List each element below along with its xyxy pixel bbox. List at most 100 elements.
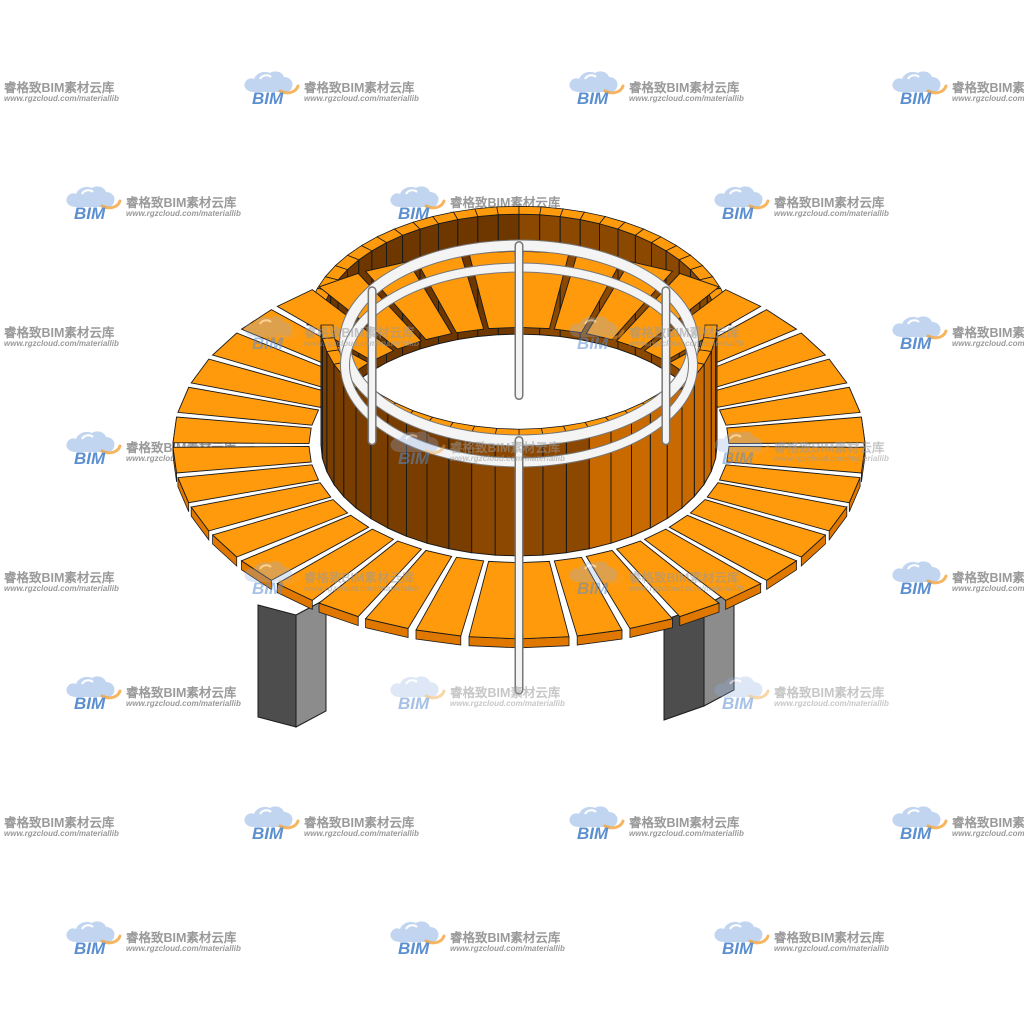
circular-tree-bench — [172, 205, 866, 728]
seat-slat — [276, 528, 395, 611]
watermark-brand: BIM — [74, 939, 106, 958]
watermark-url: www.rgzcloud.com/materiallib — [774, 209, 889, 218]
watermark-url: www.rgzcloud.com/materiallib — [774, 454, 889, 463]
watermark-brand: BIM — [577, 579, 609, 598]
backrest-panel — [710, 338, 717, 472]
watermark-url: www.rgzcloud.com/materiallib — [629, 339, 744, 348]
watermark-url: www.rgzcloud.com/materiallib — [4, 94, 119, 103]
seat-slat — [718, 386, 861, 426]
bim-watermark: BIM睿格致BIM素材云库www.rgzcloud.com/materialli… — [242, 69, 419, 108]
watermark-title: 睿格致BIM素材云库 — [952, 325, 1024, 340]
watermark-url: www.rgzcloud.com/materiallib — [304, 829, 419, 838]
watermark-url: www.rgzcloud.com/materiallib — [952, 94, 1024, 103]
bim-watermark: BIM 睿格致BIM素材云库www.rgzcloud.com/materialli… — [242, 804, 419, 843]
backrest-panel — [321, 338, 328, 472]
bim-watermark: BIM睿格致BIM素材云库www.rgzcloud.com/materialli… — [890, 804, 1024, 843]
backrest-panel — [693, 362, 705, 498]
watermark-url: www.rgzcloud.com/materiallib — [4, 584, 119, 593]
bim-watermark: BIM 睿格致BIM素材云库www.rgzcloud.com/materialli… — [242, 314, 419, 353]
seat-slat — [364, 549, 453, 639]
metal-rail — [339, 239, 699, 695]
bim-watermark: BIM 睿格致BIM素材云库www.rgzcloud.com/materialli… — [567, 314, 744, 353]
watermark-title: 睿格致BIM素材云库 — [304, 80, 415, 95]
backrest-panel — [588, 422, 612, 550]
watermark-brand: BIM — [900, 579, 932, 598]
bim-watermark: BIM睿格致BIM素材云库www.rgzcloud.com/materialli… — [388, 429, 565, 468]
watermark-brand: BIM — [74, 694, 106, 713]
seat-slat — [276, 289, 395, 362]
watermark-title: 睿格致BIM素材云库 — [952, 80, 1024, 95]
seat-slat — [615, 540, 720, 627]
watermark-title: 睿格致BIM素材云库 — [304, 325, 415, 340]
watermark-brand: BIM — [252, 334, 284, 353]
backrest-cap — [539, 206, 564, 217]
watermark-brand: BIM — [722, 204, 754, 223]
seat-slat — [177, 464, 320, 512]
watermark-brand: BIM — [398, 694, 430, 713]
bim-watermark: BIM睿格致BIM素材云库www.rgzcloud.com/materialli… — [4, 570, 119, 593]
watermark-brand: BIM — [252, 579, 284, 598]
watermark-title: 睿格致BIM素材云库 — [629, 80, 740, 95]
watermark-brand: BIM — [252, 89, 284, 108]
watermark-title: 睿格致BIM素材云库 — [774, 440, 885, 455]
bim-watermark: BIM睿格致BIM素材云库www.rgzcloud.com/materialli… — [890, 69, 1024, 108]
watermark-overlay-layer: BIM睿格致BIM素材云库www.rgzcloud.com/materialli… — [242, 314, 889, 713]
bim-watermark: BIM 睿格致BIM素材云库www.rgzcloud.com/materialli… — [567, 804, 744, 843]
bim-watermark: BIM睿格致BIM素材云库www.rgzcloud.com/materialli… — [4, 815, 119, 838]
watermark-brand: BIM — [722, 449, 754, 468]
watermark-url: www.rgzcloud.com/materiallib — [304, 339, 419, 348]
seat-slat — [211, 499, 349, 567]
watermark-title: 睿格致BIM素材云库 — [4, 325, 115, 340]
backrest-cap — [518, 205, 542, 216]
watermark-title: 睿格致BIM素材云库 — [629, 325, 740, 340]
watermark-brand: BIM — [577, 334, 609, 353]
watermark-url: www.rgzcloud.com/materiallib — [629, 829, 744, 838]
bim-watermark: BIM睿格致BIM素材云库www.rgzcloud.com/materialli… — [64, 919, 241, 958]
bim-watermark: BIM睿格致BIM素材云库www.rgzcloud.com/materialli… — [64, 184, 241, 223]
bim-watermark: BIM睿格致BIM素材云库www.rgzcloud.com/materialli… — [4, 80, 119, 103]
watermark-brand: BIM — [577, 824, 609, 843]
watermark-url: www.rgzcloud.com/materiallib — [629, 584, 744, 593]
watermark-brand: BIM — [252, 824, 284, 843]
seat-slat — [172, 445, 312, 483]
bim-watermark: BIM 睿格致BIM素材云库www.rgzcloud.com/materialli… — [712, 429, 889, 468]
watermark-title: 睿格致BIM素材云库 — [304, 815, 415, 830]
bim-watermark: BIM 睿格致BIM素材云库www.rgzcloud.com/materialli… — [567, 559, 744, 598]
bim-watermark: BIM睿格致BIM素材云库www.rgzcloud.com/materialli… — [64, 674, 241, 713]
watermark-title: 睿格致BIM素材云库 — [126, 195, 237, 210]
watermark-title: 睿格致BIM素材云库 — [126, 930, 237, 945]
watermark-title: 睿格致BIM素材云库 — [4, 80, 115, 95]
watermark-brand: BIM — [398, 449, 430, 468]
watermark-url: www.rgzcloud.com/materiallib — [952, 584, 1024, 593]
seat-slat — [689, 499, 827, 567]
backrest-panel — [565, 428, 590, 554]
backrest-cap — [496, 205, 520, 216]
bim-watermark: BIM睿格致BIM素材云库www.rgzcloud.com/materialli… — [388, 674, 565, 713]
bim-watermark: BIM 睿格致BIM素材云库www.rgzcloud.com/materialli… — [890, 559, 1024, 598]
seat-slat — [190, 482, 332, 542]
watermark-title: 睿格致BIM素材云库 — [952, 570, 1024, 585]
watermark-title: 睿格致BIM素材云库 — [4, 570, 115, 585]
watermark-layer: BIM睿格致BIM素材云库www.rgzcloud.com/materialli… — [4, 69, 1024, 958]
watermark-title: 睿格致BIM素材云库 — [450, 685, 561, 700]
watermark-title: 睿格致BIM素材云库 — [774, 195, 885, 210]
watermark-url: www.rgzcloud.com/materiallib — [126, 209, 241, 218]
watermark-url: www.rgzcloud.com/materiallib — [952, 829, 1024, 838]
watermark-url: www.rgzcloud.com/materiallib — [4, 829, 119, 838]
bim-watermark: BIM 睿格致BIM素材云库www.rgzcloud.com/materialli… — [890, 314, 1024, 353]
seat-slat — [668, 514, 798, 591]
watermark-title: 睿格致BIM素材云库 — [629, 815, 740, 830]
watermark-brand: BIM — [722, 939, 754, 958]
watermark-url: www.rgzcloud.com/materiallib — [774, 699, 889, 708]
watermark-title: 睿格致BIM素材云库 — [450, 440, 561, 455]
watermark-title: 睿格致BIM素材云库 — [952, 815, 1024, 830]
watermark-brand: BIM — [398, 204, 430, 223]
watermark-title: 睿格致BIM素材云库 — [629, 570, 740, 585]
bim-watermark: BIM睿格致BIM素材云库www.rgzcloud.com/materialli… — [567, 69, 744, 108]
watermark-title: 睿格致BIM素材云库 — [304, 570, 415, 585]
watermark-brand: BIM — [900, 334, 932, 353]
watermark-url: www.rgzcloud.com/materiallib — [952, 339, 1024, 348]
seat-slat — [643, 289, 762, 362]
backrest-cap — [320, 324, 335, 339]
backrest-panel — [703, 349, 712, 487]
